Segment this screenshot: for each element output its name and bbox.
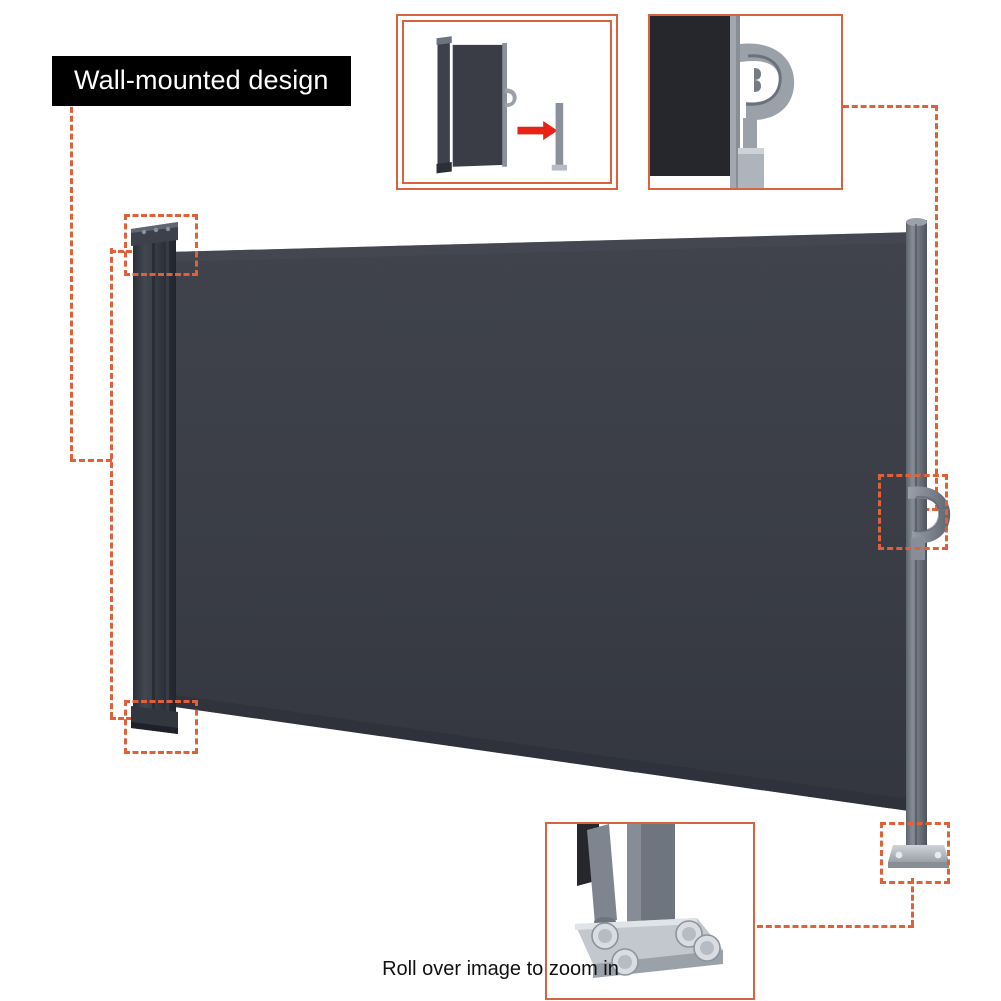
callout-box-post-top [124, 214, 198, 276]
connector-line-left-vertical [70, 98, 73, 460]
zoom-hint-text: Roll over image to zoom in [382, 958, 619, 980]
inset-handle-detail[interactable] [648, 14, 843, 190]
connector-line-base-horizontal [757, 925, 914, 928]
connector-line-base-vertical [911, 878, 914, 926]
callout-box-base [880, 822, 950, 884]
inset-handle-art [650, 16, 841, 188]
connector-line-left-lower-vertical [110, 248, 113, 718]
inset-retracted-awning[interactable] [396, 14, 618, 190]
inset-base-detail[interactable] [545, 822, 755, 1000]
connector-line-post-bottom-stub [110, 717, 132, 720]
connector-line-right-vertical [935, 105, 938, 511]
callout-box-handle [878, 474, 948, 550]
connector-line-left-top-horizontal [70, 459, 112, 462]
inset-retracted-art [405, 22, 609, 182]
connector-line-post-top-stub [110, 250, 132, 253]
inset-base-art [547, 824, 753, 998]
inset-retracted-frame [402, 20, 612, 184]
feature-banner: Wall-mounted design [52, 56, 351, 107]
callout-box-post-bottom [124, 700, 198, 754]
connector-line-right-top-horizontal [843, 105, 937, 108]
